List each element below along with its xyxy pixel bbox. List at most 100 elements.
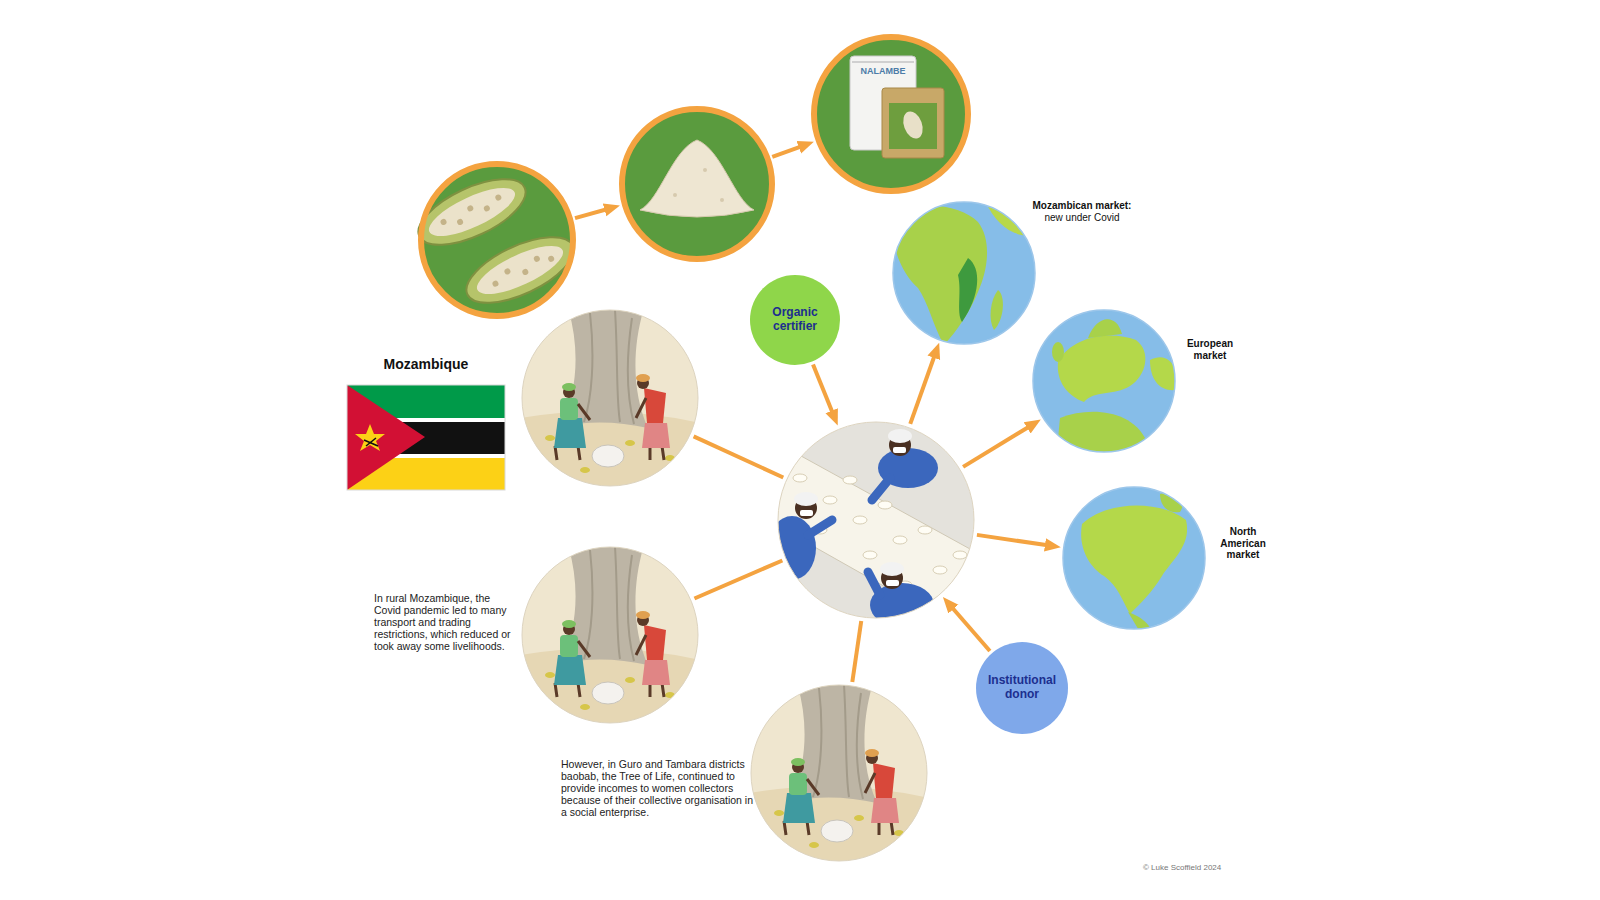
north-america-globe bbox=[1063, 487, 1205, 632]
package-picture bbox=[814, 37, 968, 191]
flow-arrow bbox=[977, 535, 1053, 546]
actor-circle: Organic certifier bbox=[749, 274, 841, 366]
copyright: © Luke Scoffield 2024 bbox=[1143, 863, 1293, 872]
fruit-picture bbox=[491, 280, 499, 288]
processing-picture bbox=[800, 510, 813, 516]
node-outline bbox=[750, 275, 840, 365]
north-america-globe bbox=[1063, 487, 1205, 629]
node-outline bbox=[893, 202, 1035, 344]
mozambique-flag bbox=[364, 438, 378, 446]
processing-picture bbox=[823, 496, 837, 504]
market-globe: European market bbox=[1032, 309, 1176, 453]
europe-globe bbox=[1033, 310, 1177, 460]
processing-picture bbox=[808, 520, 832, 535]
processing-picture bbox=[863, 551, 877, 559]
fruit-picture bbox=[440, 218, 448, 226]
node-outline bbox=[749, 683, 929, 863]
picture-circle bbox=[418, 161, 576, 319]
node-outline bbox=[778, 422, 974, 618]
node-outline bbox=[1032, 309, 1176, 453]
actor-circle: Institutional donor bbox=[975, 641, 1069, 735]
processing-picture bbox=[878, 501, 892, 509]
market-label: Mozambican market: bbox=[1017, 200, 1147, 212]
picture-circle bbox=[776, 420, 976, 620]
node-outline bbox=[622, 109, 772, 259]
flow-arrow bbox=[948, 603, 990, 651]
node-outline bbox=[814, 37, 968, 191]
fruit-picture bbox=[503, 267, 511, 275]
node-outline bbox=[522, 310, 698, 486]
europe-globe bbox=[1056, 412, 1150, 460]
processing-picture bbox=[888, 429, 912, 443]
processing-picture bbox=[933, 566, 947, 574]
market-label: new under Covid bbox=[1017, 212, 1147, 224]
collector-pictures bbox=[520, 545, 700, 725]
powder-picture bbox=[703, 168, 707, 172]
market-globe: Mozambican market:new under Covid bbox=[892, 201, 1036, 345]
processing-picture bbox=[886, 580, 899, 586]
powder-picture bbox=[622, 109, 772, 259]
node-outline bbox=[811, 34, 971, 194]
mozambique-globe bbox=[958, 258, 977, 322]
europe-globe bbox=[1088, 319, 1122, 338]
flow-arrow bbox=[852, 621, 861, 682]
note-text: However, in Guro and Tambara districts b… bbox=[561, 758, 761, 818]
node-outline bbox=[892, 201, 1036, 345]
fruit-picture bbox=[533, 255, 541, 263]
powder-picture bbox=[720, 198, 724, 202]
flow-arrow bbox=[694, 436, 784, 477]
node-outline bbox=[619, 106, 775, 262]
europe-globe bbox=[1052, 342, 1064, 362]
powder-picture bbox=[640, 140, 754, 217]
collector-pictures bbox=[520, 308, 700, 488]
mozambique-flag bbox=[355, 424, 385, 451]
powder-picture bbox=[622, 109, 772, 259]
package-label: NALAMBE bbox=[850, 66, 916, 76]
fruit-picture bbox=[409, 164, 582, 316]
north-america-globe bbox=[1081, 493, 1187, 632]
processing-picture bbox=[893, 447, 906, 453]
mozambique-globe bbox=[893, 200, 1035, 345]
node-outline bbox=[421, 164, 573, 316]
fruit-picture bbox=[494, 194, 502, 202]
processing-picture bbox=[793, 474, 807, 482]
europe-globe bbox=[1052, 319, 1177, 460]
mozambique-globe bbox=[893, 206, 987, 345]
picture-circle bbox=[619, 106, 775, 262]
processing-picture bbox=[843, 476, 857, 484]
node-outline bbox=[418, 161, 576, 319]
picture-circle bbox=[520, 545, 700, 725]
node-label: Institutional donor bbox=[981, 674, 1063, 702]
node-outline bbox=[751, 685, 927, 861]
picture-circle bbox=[749, 683, 929, 863]
mozambique-globe bbox=[991, 290, 1003, 330]
flow-arrow bbox=[910, 350, 936, 424]
mozambique-flag bbox=[347, 385, 505, 490]
europe-globe bbox=[1058, 335, 1146, 402]
mozambique-flag bbox=[347, 385, 425, 490]
processing-picture bbox=[742, 422, 990, 628]
mozambique-globe bbox=[893, 202, 1035, 344]
mozambique-flag bbox=[347, 385, 505, 490]
market-label: European market bbox=[1178, 338, 1242, 361]
fruit-picture bbox=[521, 268, 529, 276]
market-label: North American market bbox=[1214, 526, 1272, 561]
flow-arrow bbox=[575, 208, 612, 218]
powder-picture bbox=[673, 193, 677, 197]
picture-circle bbox=[520, 308, 700, 488]
processing-picture bbox=[918, 526, 932, 534]
fruit-picture bbox=[483, 204, 491, 212]
processing-picture bbox=[880, 562, 904, 576]
package-picture bbox=[814, 37, 968, 191]
node-outline bbox=[520, 545, 700, 725]
node-outline bbox=[976, 642, 1068, 734]
fruit-picture bbox=[547, 255, 555, 263]
node-outline bbox=[1062, 486, 1206, 630]
node-outline bbox=[776, 420, 976, 620]
processing-picture bbox=[868, 572, 880, 595]
market-globe: North American market bbox=[1062, 486, 1206, 630]
package-picture bbox=[852, 61, 914, 63]
processing-picture bbox=[794, 492, 818, 506]
